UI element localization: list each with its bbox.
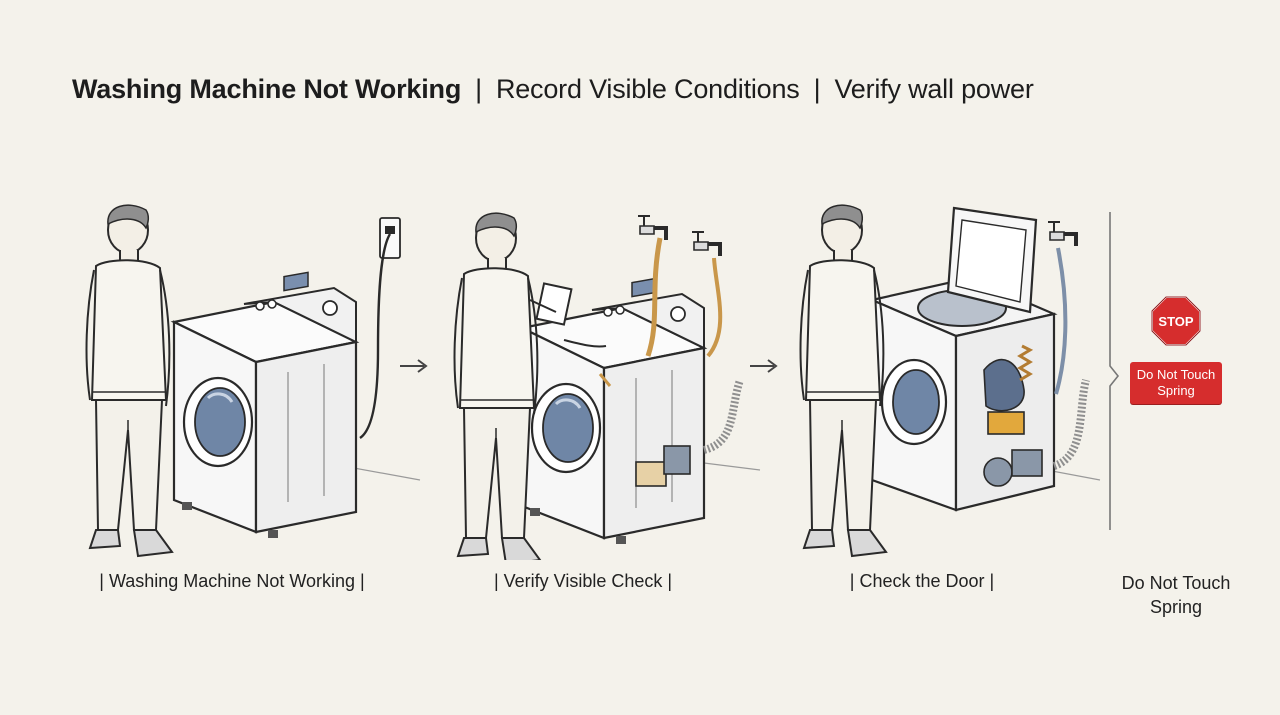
counterweight-block (987, 411, 1025, 435)
inlet-hose (645, 237, 663, 357)
drain-hose (702, 378, 744, 454)
title-step-verify: Verify wall power (834, 74, 1034, 104)
panel-4-caption: Do Not Touch Spring (1121, 573, 1231, 617)
page-title: Washing Machine Not Working | Record Vis… (72, 74, 1034, 105)
illustration-scene (0, 180, 1280, 560)
drain-hose (1052, 378, 1090, 470)
panel-3-caption: | Check the Door | (849, 571, 995, 591)
panel-1-scene (85, 204, 421, 557)
title-main: Washing Machine Not Working (72, 74, 462, 104)
person-figure (799, 204, 887, 557)
water-tap-icon (690, 230, 722, 258)
arrow-right-icon (750, 359, 778, 373)
panel-2-caption: | Verify Visible Check | (493, 571, 673, 591)
spring-icon (1017, 344, 1034, 382)
person-figure (85, 204, 173, 557)
panel-1-caption: | Washing Machine Not Working | (99, 571, 365, 591)
warning-label: Do Not Touch Spring (1130, 362, 1222, 404)
warning-label-text: Do Not Touch Spring (1136, 367, 1216, 398)
water-tap-icon (636, 214, 668, 242)
stop-sign-text: STOP (1158, 314, 1193, 329)
title-separator: | (813, 74, 821, 104)
arrow-right-icon (400, 359, 428, 373)
clipboard-icon (535, 282, 573, 326)
motor-icon (983, 457, 1013, 487)
power-cord (359, 233, 392, 439)
title-step-record: Record Visible Conditions (495, 74, 800, 104)
cloth-icon (983, 358, 1025, 412)
washing-machine-illustration (172, 270, 358, 540)
panel-divider (1109, 212, 1120, 530)
title-separator: | (475, 74, 482, 104)
illustration-svg (85, 204, 1120, 560)
panel-2-scene (453, 212, 761, 560)
stop-sign-icon: STOP (1151, 296, 1201, 346)
inlet-hose (1054, 247, 1068, 395)
pump-component (635, 461, 667, 487)
panel-3-scene (799, 204, 1101, 557)
water-tap-icon (1046, 220, 1078, 248)
